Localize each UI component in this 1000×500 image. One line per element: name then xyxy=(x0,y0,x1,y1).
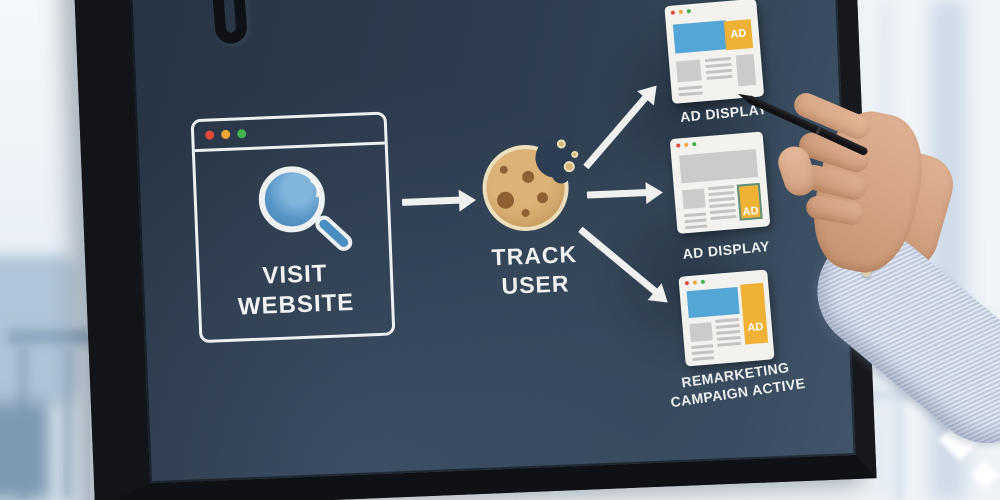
yellow-dot-icon xyxy=(678,9,683,14)
background-chair-seat xyxy=(0,400,50,500)
ad-window-middle: AD xyxy=(669,131,771,234)
green-dot-icon xyxy=(237,129,247,139)
yellow-dot-icon xyxy=(221,129,231,140)
green-dot-icon xyxy=(692,141,697,146)
visit-website-label: VISIT WEBSITE xyxy=(199,256,391,324)
text-lines xyxy=(684,212,708,232)
green-dot-icon xyxy=(686,8,691,13)
ad-window-bottom: AD xyxy=(678,269,775,367)
background-chair-frame xyxy=(8,330,94,344)
background-window-bar xyxy=(896,370,903,500)
background-chair-leg xyxy=(62,350,72,500)
cookie-crumb xyxy=(571,150,579,159)
image-block xyxy=(675,59,702,83)
track-user-label: TRACK USER xyxy=(451,238,619,303)
banner-block xyxy=(679,149,759,184)
cookie-chip xyxy=(536,192,549,204)
cookie-chip xyxy=(521,208,530,218)
text-lines xyxy=(704,56,733,83)
red-dot-icon xyxy=(684,280,690,285)
text-lines xyxy=(691,344,715,364)
background-window-stripe xyxy=(880,0,892,500)
cookie-icon xyxy=(480,136,579,233)
yellow-dot-icon xyxy=(692,279,698,285)
background-window-bar xyxy=(855,392,1000,399)
banner-block xyxy=(686,286,740,319)
browser-header xyxy=(193,114,385,153)
cookie-chip xyxy=(496,191,515,210)
visit-website-window: VISIT WEBSITE xyxy=(190,111,396,344)
green-dot-icon xyxy=(700,279,705,284)
text-lines xyxy=(707,184,737,223)
magnifier-icon xyxy=(256,165,356,255)
visit-website-label-line2: WEBSITE xyxy=(237,288,355,321)
cookie-chip xyxy=(499,165,509,174)
presentation-board: VISIT WEBSITE TRACK xyxy=(73,0,877,500)
arrow-right-icon xyxy=(401,196,461,206)
ad-badge: AD xyxy=(740,282,769,345)
cookie-crumb xyxy=(563,160,575,173)
background-light-sparkle xyxy=(938,418,982,462)
text-lines xyxy=(715,317,742,350)
image-block xyxy=(682,188,706,210)
background-light-sparkle xyxy=(970,460,1000,490)
cookie-chip xyxy=(521,170,535,184)
text-lines xyxy=(678,85,703,99)
red-dot-icon xyxy=(676,142,681,148)
ad-badge: AD xyxy=(736,182,763,221)
image-block xyxy=(689,322,713,343)
red-dot-icon xyxy=(205,130,215,140)
background-chair-leg xyxy=(18,345,28,500)
background-left-light xyxy=(0,0,90,500)
background-window-mullion xyxy=(930,0,966,500)
board-screen: VISIT WEBSITE TRACK xyxy=(129,0,856,484)
banner-block xyxy=(672,20,729,54)
ad-badge: AD xyxy=(723,19,754,51)
red-dot-icon xyxy=(670,9,675,15)
yellow-dot-icon xyxy=(684,142,689,147)
ad-window-top: AD xyxy=(664,0,765,104)
background-chair xyxy=(0,255,76,405)
image-block xyxy=(735,53,757,87)
